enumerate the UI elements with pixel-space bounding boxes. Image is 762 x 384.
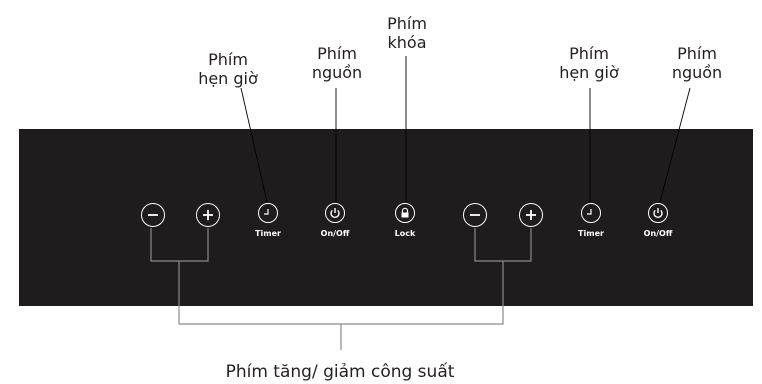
lock-label: Lock <box>394 229 416 238</box>
bracket-left <box>150 228 209 262</box>
plus-icon <box>526 210 536 220</box>
on-off-label-right: On/Off <box>643 229 673 238</box>
timer-icon <box>264 209 269 215</box>
power-button-right[interactable] <box>648 203 668 223</box>
bracket-right <box>474 228 532 262</box>
leader-timer-left <box>240 87 268 203</box>
leader-power-right <box>659 87 691 203</box>
minus-icon <box>470 214 480 216</box>
timer-button-right[interactable] <box>581 203 601 223</box>
decrease-button-left[interactable] <box>141 203 165 227</box>
on-off-label-left: On/Off <box>320 229 350 238</box>
timer-label-left: Timer <box>255 229 281 238</box>
lock-icon <box>401 207 409 218</box>
decrease-button-right[interactable] <box>463 203 487 227</box>
minus-icon <box>148 214 158 216</box>
plus-icon <box>203 210 213 220</box>
power-icon <box>653 208 663 219</box>
increase-button-left[interactable] <box>196 203 220 227</box>
power-icon <box>330 208 340 219</box>
label-power-adjust: Phím tăng/ giảm công suất <box>225 362 455 382</box>
timer-label-right: Timer <box>578 229 604 238</box>
bracket-combined <box>178 261 504 325</box>
timer-icon <box>587 209 592 215</box>
timer-button-left[interactable] <box>258 203 278 223</box>
increase-button-right[interactable] <box>519 203 543 227</box>
power-button-left[interactable] <box>325 203 345 223</box>
lock-button[interactable] <box>395 203 415 223</box>
